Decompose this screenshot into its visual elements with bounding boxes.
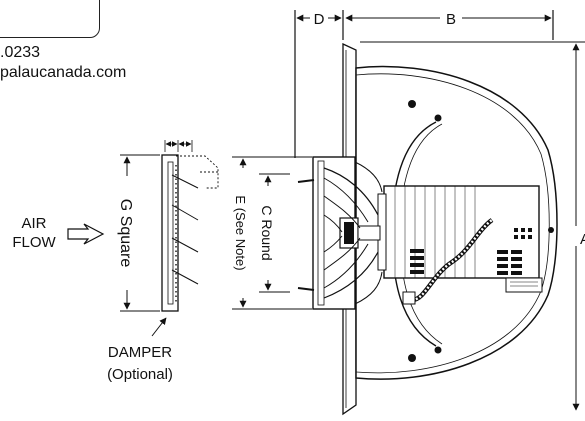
- dimension-c-label: C Round: [259, 205, 275, 260]
- flow-label: FLOW: [12, 234, 56, 251]
- fan-housing: [297, 156, 381, 310]
- dimension-d: D: [294, 10, 344, 158]
- dimension-e: E (See Note): [232, 156, 312, 310]
- damper-label: DAMPER: [108, 344, 172, 361]
- air-flow-indicator: AIR FLOW: [12, 215, 105, 251]
- damper: [161, 140, 219, 312]
- dimension-g-label: G Square: [117, 199, 134, 268]
- title-box-frame: [0, 0, 100, 38]
- power-cable: [402, 218, 494, 305]
- dimension-e-label: E (See Note): [233, 195, 248, 270]
- dimension-b: B: [345, 10, 554, 40]
- website-fragment: palaucanada.com: [0, 64, 127, 81]
- phone-number-fragment: .0233: [0, 44, 41, 61]
- dimension-a: A: [360, 41, 585, 411]
- air-label: AIR: [21, 215, 46, 232]
- dimension-d-label: D: [314, 11, 325, 28]
- dimension-b-label: B: [446, 11, 456, 28]
- dimension-c: C Round: [259, 173, 290, 293]
- dimension-g: G Square: [117, 154, 160, 312]
- dimension-a-label: A: [580, 231, 585, 248]
- damper-callout: DAMPER (Optional): [107, 317, 173, 383]
- motor-body: [377, 185, 543, 293]
- fan-blades: [323, 161, 383, 305]
- optional-label: (Optional): [107, 366, 173, 383]
- air-flow-arrow-icon: [67, 223, 105, 245]
